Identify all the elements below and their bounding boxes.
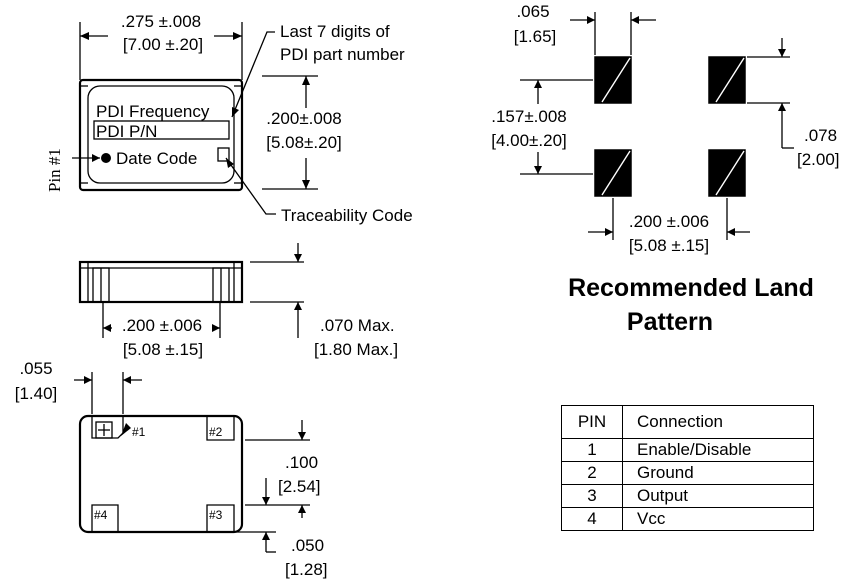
top-width-dim: .275 ±.008 — [121, 12, 201, 31]
land-pad-height-dim: .078 — [804, 126, 837, 145]
bottom-view: #1 #2 #3 #4 .055 [1.40] .100 [2.54] .050… — [15, 359, 328, 579]
pin1-label: Pin #1 — [45, 148, 64, 192]
land-vertical-dim-mm: [4.00±.20] — [491, 131, 567, 150]
pin2-marker: #2 — [209, 425, 223, 439]
pin-number-cell: 4 — [561, 507, 623, 531]
column-header-pin: PIN — [561, 405, 623, 439]
bottom-pad-height-dim-mm: [1.28] — [285, 560, 328, 579]
land-horizontal-dim: .200 ±.006 — [629, 212, 709, 231]
pin4-marker: #4 — [94, 508, 108, 522]
connection-cell: Output — [622, 484, 814, 508]
pdi-frequency-text: PDI Frequency — [96, 102, 210, 121]
bottom-pad-width-dim-mm: [1.40] — [15, 384, 58, 403]
pdi-pn-text: PDI P/N — [96, 122, 157, 141]
land-pattern-title-line1: Recommended Land — [568, 274, 814, 302]
pin-connection-table: PIN Connection 1 Enable/Disable 2 Ground… — [561, 405, 814, 531]
side-spacing-dim: .200 ±.006 — [122, 316, 202, 335]
pin-number-cell: 2 — [561, 461, 623, 485]
bottom-pad-width-dim: .055 — [19, 359, 52, 378]
side-view: .200 ±.006 [5.08 ±.15] .070 Max. [1.80 M… — [78, 243, 398, 359]
pin1-dot — [101, 153, 111, 163]
callout-part-number-line2: PDI part number — [280, 45, 405, 64]
bottom-pad-2 — [206, 416, 235, 441]
connection-cell: Enable/Disable — [622, 438, 814, 462]
date-code-text: Date Code — [116, 149, 197, 168]
pin-number-cell: 1 — [561, 438, 623, 462]
bottom-pad-3 — [206, 504, 235, 532]
table-row: 4 Vcc — [561, 507, 814, 531]
side-spacing-dim-mm: [5.08 ±.15] — [123, 340, 203, 359]
bottom-pad-4 — [91, 504, 119, 532]
pin-number-cell: 3 — [561, 484, 623, 508]
table-row: 3 Output — [561, 484, 814, 508]
pin1-marker: #1 — [132, 425, 146, 439]
callout-traceability: Traceability Code — [281, 206, 413, 225]
land-pad-height-dim-mm: [2.00] — [797, 150, 840, 169]
land-vertical-dim: .157±.008 — [491, 107, 567, 126]
bottom-pad-pitch-dim-mm: [2.54] — [278, 477, 321, 496]
table-row: 1 Enable/Disable — [561, 438, 814, 462]
table-row: 2 Ground — [561, 461, 814, 485]
land-pattern: .065 [1.65] .157±.008 [4.00±.20] .078 [2… — [491, 2, 839, 336]
connection-cell: Ground — [622, 461, 814, 485]
bottom-pad-1 — [91, 416, 124, 439]
top-height-dim-mm: [5.08±.20] — [266, 133, 342, 152]
part-number-box — [93, 120, 230, 140]
bottom-pad-pitch-dim: .100 — [285, 453, 318, 472]
pin3-marker: #3 — [209, 508, 223, 522]
side-view-outline — [78, 260, 244, 304]
land-horizontal-dim-mm: [5.08 ±.15] — [629, 236, 709, 255]
top-view: PDI Frequency PDI P/N Date Code Pin #1 .… — [45, 12, 413, 225]
traceability-box — [217, 147, 230, 162]
callout-part-number-line1: Last 7 digits of — [280, 22, 390, 41]
top-width-dim-mm: [7.00 ±.20] — [123, 35, 203, 54]
table-header-row: PIN Connection — [561, 405, 814, 439]
bottom-pad-height-dim: .050 — [291, 536, 324, 555]
side-height-dim-mm: [1.80 Max.] — [314, 340, 398, 359]
side-height-dim: .070 Max. — [320, 316, 395, 335]
bottom-view-outline — [78, 414, 244, 534]
land-pattern-title-line2: Pattern — [627, 308, 713, 336]
top-height-dim: .200±.008 — [266, 109, 342, 128]
connection-cell: Vcc — [622, 507, 814, 531]
top-view-lid — [87, 85, 235, 184]
top-view-outline — [78, 78, 244, 192]
column-header-connection: Connection — [622, 405, 814, 439]
land-pad-width-dim: .065 — [516, 2, 549, 21]
land-pad-width-dim-mm: [1.65] — [514, 27, 557, 46]
